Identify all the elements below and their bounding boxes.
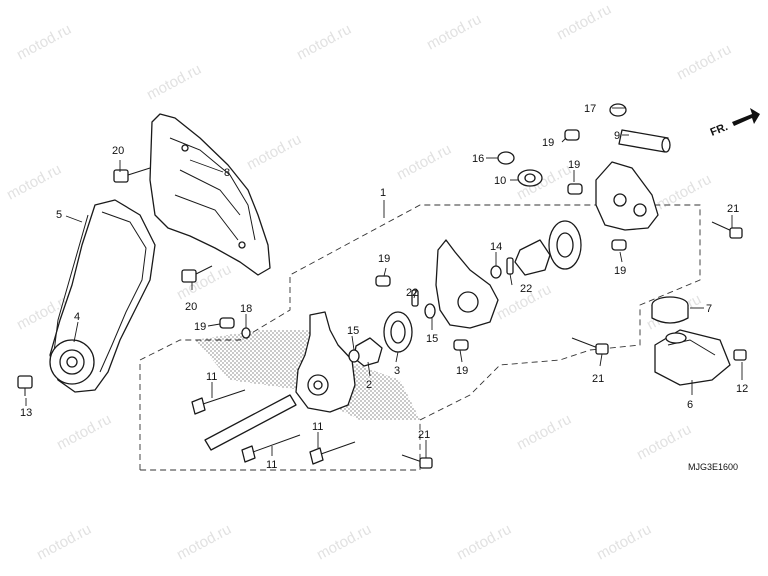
front-arrow-icon	[732, 108, 760, 126]
watermark: motod.ru	[244, 131, 304, 174]
washer-18	[241, 327, 251, 339]
bolt-21-upper-right	[711, 221, 743, 239]
callout-8: 8	[224, 167, 230, 179]
watermark: motod.ru	[14, 21, 74, 64]
callout-14: 14	[490, 241, 502, 253]
pump-shaft	[204, 394, 297, 451]
callout-16: 16	[472, 153, 484, 165]
watermark: motod.ru	[514, 411, 574, 454]
dowel-19-b	[219, 317, 235, 329]
seal-7	[651, 296, 689, 324]
watermark: motod.ru	[34, 521, 94, 564]
sprocket	[49, 339, 95, 385]
watermark: motod.ru	[674, 41, 734, 84]
watermark: motod.ru	[424, 11, 484, 54]
callout-19-d: 19	[542, 137, 554, 149]
callout-19-a: 19	[378, 253, 390, 265]
collar-10	[517, 169, 543, 187]
callout-19-c: 19	[456, 365, 468, 377]
callout-12: 12	[736, 383, 748, 395]
bolt-11-a	[191, 389, 246, 415]
callout-2: 2	[366, 379, 372, 391]
watermark: motod.ru	[314, 521, 374, 564]
pin-22-a	[411, 289, 419, 307]
callout-15-a: 15	[347, 325, 359, 337]
watermark: motod.ru	[554, 1, 614, 44]
callout-19-e: 19	[568, 159, 580, 171]
watermark: motod.ru	[654, 171, 714, 214]
callout-10: 10	[494, 175, 506, 187]
pump-cover-upper	[595, 161, 659, 231]
callout-11-c: 11	[312, 421, 323, 433]
front-label: FR.	[709, 121, 730, 139]
callout-20-b: 20	[185, 301, 197, 313]
dowel-19-f	[611, 239, 627, 251]
callout-19-f: 19	[614, 265, 626, 277]
watermark: motod.ru	[294, 21, 354, 64]
bolt-21-middle	[571, 337, 609, 355]
callout-13: 13	[20, 407, 32, 419]
watermark: motod.ru	[394, 141, 454, 184]
callout-7: 7	[706, 303, 712, 315]
dowel-19-c	[453, 339, 469, 351]
outer-rotor-large	[548, 220, 582, 270]
dowel-19-a	[375, 275, 391, 287]
callout-4: 4	[74, 311, 80, 323]
diagram-code: MJG3E1600	[688, 462, 738, 472]
o-ring-17	[609, 103, 627, 117]
bolt-12	[733, 349, 747, 361]
pipe-9	[618, 129, 671, 153]
dowel-19-e	[567, 183, 583, 195]
callout-21-b: 21	[592, 373, 604, 385]
leader-lines	[25, 107, 743, 458]
watermark: motod.ru	[4, 161, 64, 204]
bolt-20-upper	[113, 167, 151, 183]
dowel-19-d	[564, 129, 580, 141]
bolt-11-c	[309, 441, 356, 465]
callout-11-b: 11	[266, 459, 277, 471]
watermark: motod.ru	[454, 521, 514, 564]
callout-5: 5	[56, 209, 62, 221]
callout-19-b: 19	[194, 321, 206, 333]
callout-15-b: 15	[426, 333, 438, 345]
callout-3: 3	[394, 365, 400, 377]
front-direction-indicator: FR.	[709, 108, 760, 139]
watermark: motod.ru	[594, 521, 654, 564]
callout-21-a: 21	[727, 203, 739, 215]
washer-14	[490, 265, 502, 279]
watermark: motod.ru	[144, 61, 204, 104]
watermark: motod.ru	[54, 411, 114, 454]
callout-20-a: 20	[112, 145, 124, 157]
callout-22-b: 22	[520, 283, 532, 295]
outer-rotor	[383, 311, 413, 353]
callout-21-c: 21	[418, 429, 430, 441]
bolt-11-b	[241, 434, 301, 463]
callout-18: 18	[240, 303, 252, 315]
pump-body-center	[435, 239, 499, 329]
pump-body-left	[295, 311, 356, 413]
strainer-6	[654, 329, 731, 386]
callout-22-a: 22	[406, 287, 418, 299]
callout-labels: 1 2 3 4 5 6 7 8 9 10 11 11 11 12 13 14 1…	[20, 103, 748, 471]
o-ring-15-left	[348, 349, 360, 363]
callout-9: 9	[614, 130, 620, 142]
o-ring-15-right	[424, 303, 436, 319]
callout-17: 17	[584, 103, 596, 115]
watermark: motod.ru	[174, 521, 234, 564]
scavenge-rotor	[514, 239, 551, 276]
watermark: motod.ru	[634, 421, 694, 464]
chain-guide-plate	[149, 113, 271, 276]
callout-1: 1	[380, 187, 386, 199]
bolt-21-lower	[401, 454, 433, 469]
bolt-20-lower	[181, 265, 213, 283]
pin-22-b	[506, 257, 514, 275]
callout-6: 6	[687, 399, 693, 411]
o-ring-16	[497, 151, 515, 165]
callout-11-a: 11	[206, 371, 217, 383]
bolt-13	[17, 375, 33, 396]
